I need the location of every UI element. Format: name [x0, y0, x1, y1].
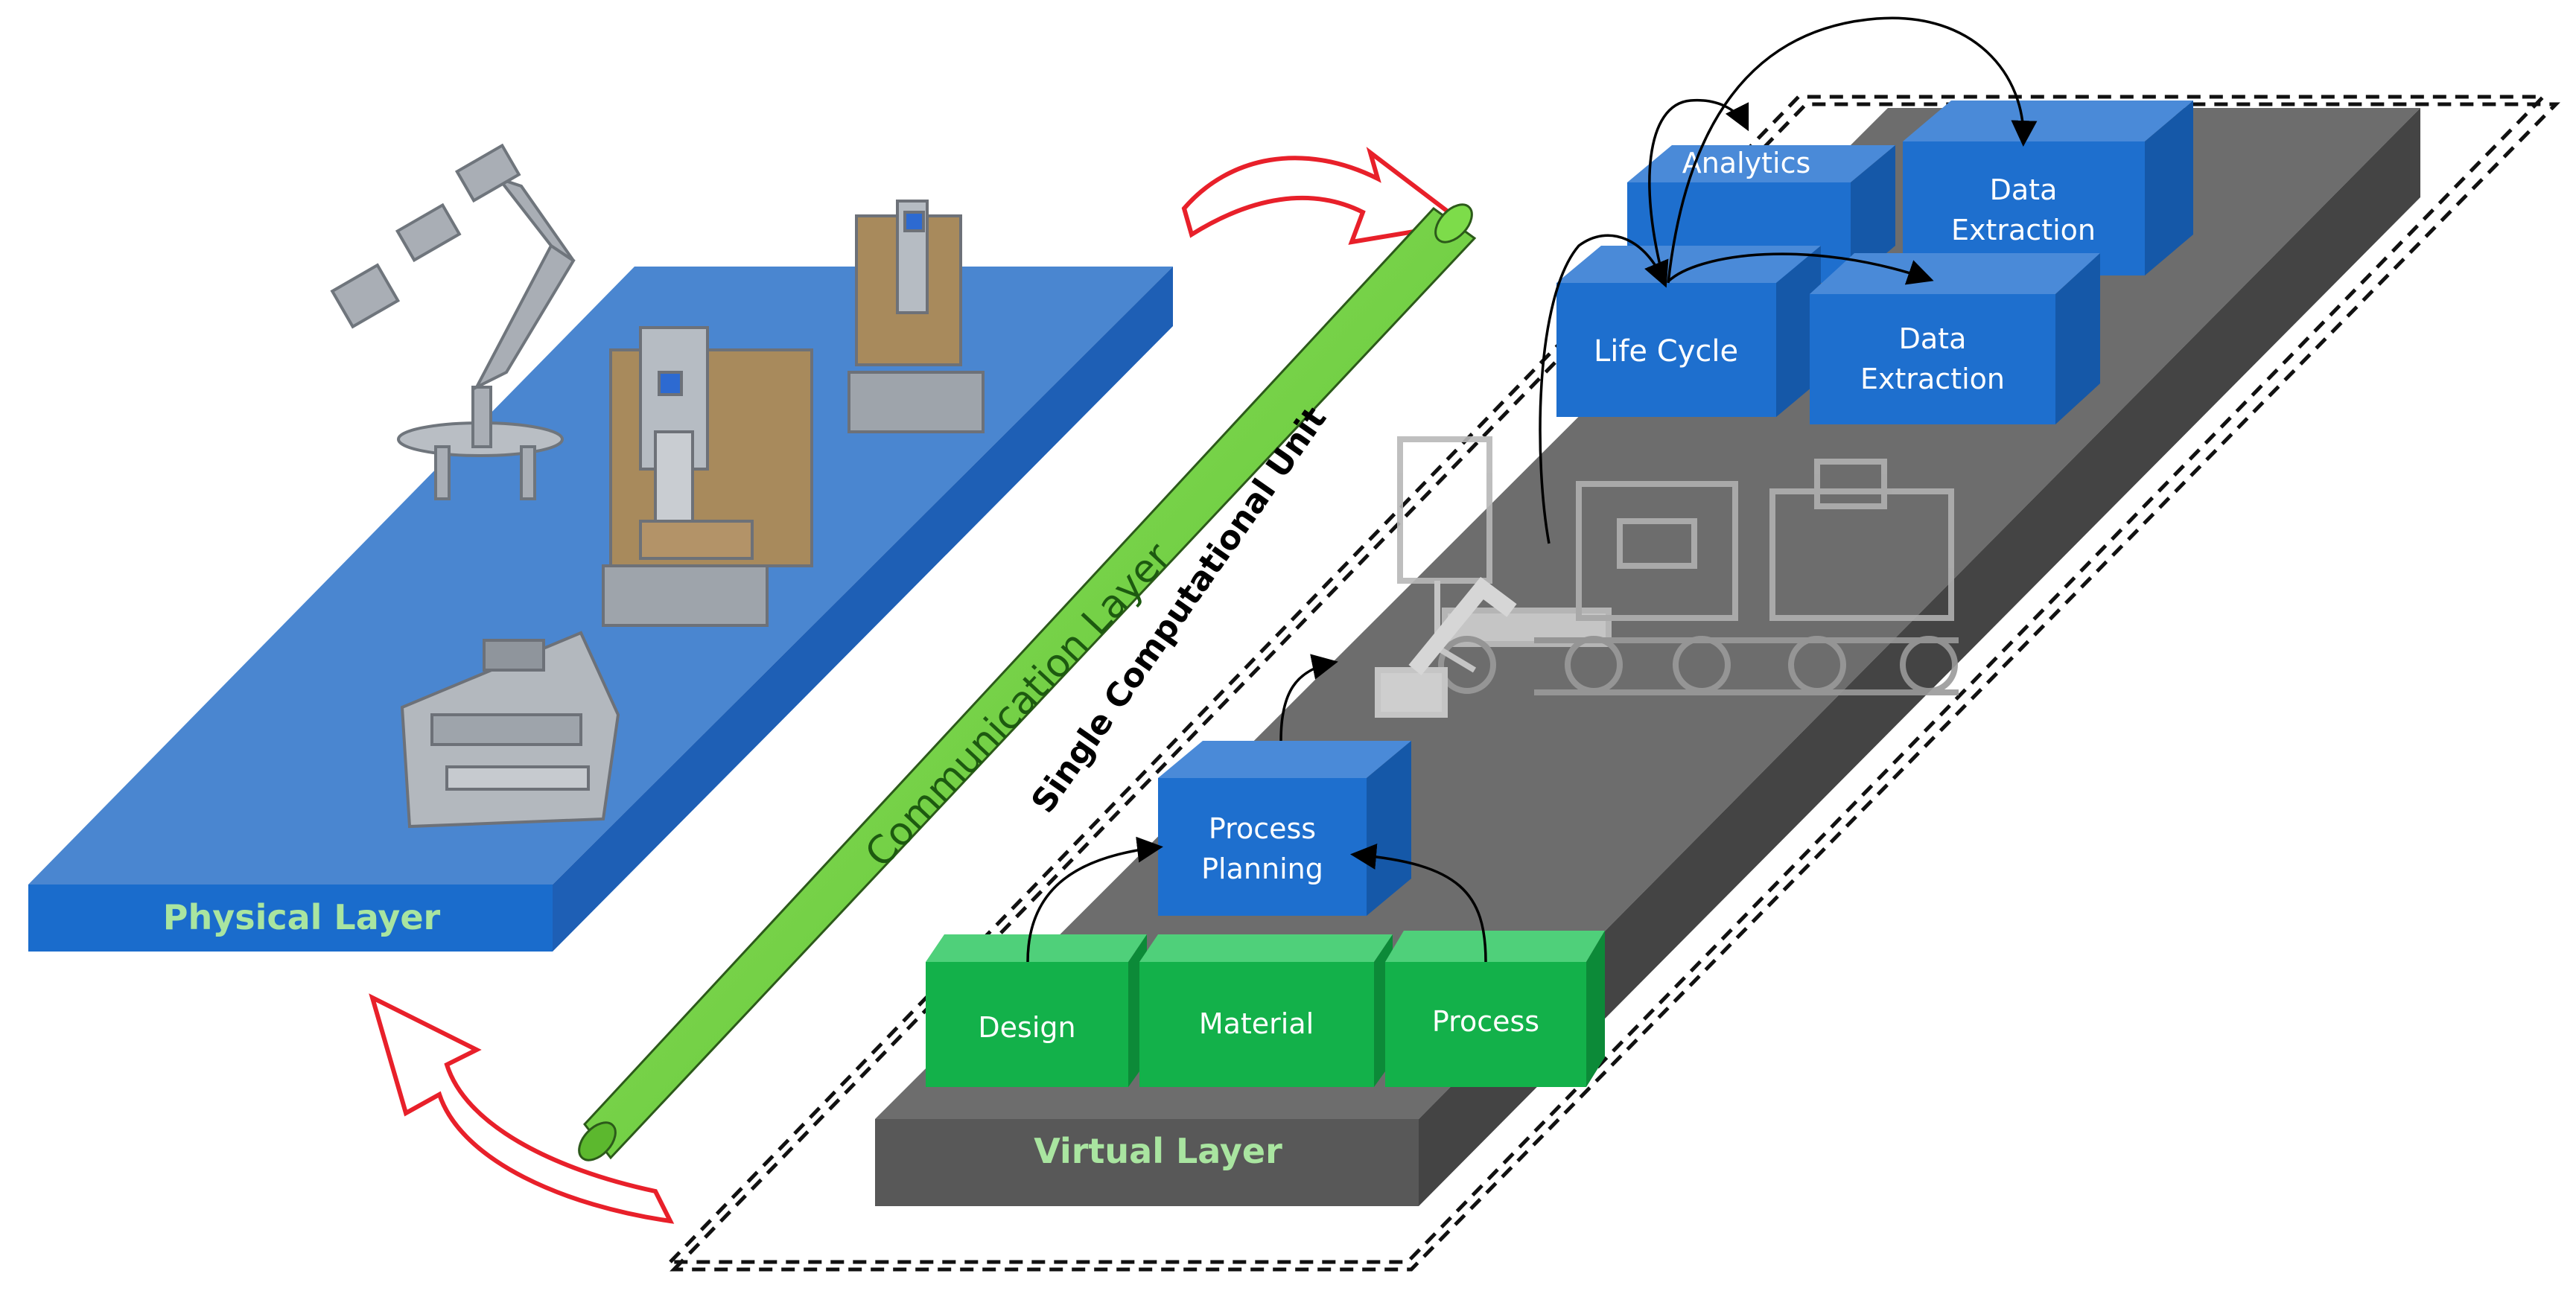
red-arrow-bottom — [369, 993, 675, 1224]
digital-factory-illustration — [1375, 436, 1959, 718]
virtual-layer-label: Virtual Layer — [1034, 1131, 1282, 1171]
physical-layer-slab: Physical Layer — [28, 267, 1173, 952]
arrow-lifecycle-to-data-extraction-front — [1667, 252, 1934, 285]
data-extraction-front-line2: Extraction — [1860, 363, 2005, 395]
physical-layer-label: Physical Layer — [163, 897, 441, 937]
design-box-label: Design — [978, 1011, 1075, 1044]
arrow-lifecycle-to-data-extraction-back — [1667, 16, 2038, 284]
single-computational-unit-outline — [666, 95, 2560, 1272]
blue-box-analytics: Analytics — [1627, 145, 1895, 283]
arrow-factory-to-lifecycle — [1539, 234, 1669, 544]
blue-box-process-planning: Process Planning — [1158, 741, 1411, 916]
linear-stage-image — [400, 631, 620, 829]
physical-layer-side — [553, 267, 1173, 952]
process-planning-label-line1: Process — [1209, 812, 1316, 845]
arrow-lifecycle-to-analytics — [1648, 98, 1749, 284]
virtual-layer-front — [875, 1119, 1419, 1206]
green-box-design: Design — [926, 934, 1147, 1087]
arrow-process-to-planning — [1350, 843, 1487, 963]
physical-layer-front — [28, 885, 553, 952]
green-box-material: Material — [1139, 934, 1393, 1087]
green-box-process: Process — [1385, 931, 1605, 1087]
process-planning-label-line2: Planning — [1201, 852, 1323, 885]
cnc-machine-center-image — [602, 326, 813, 627]
process-box-label: Process — [1432, 1005, 1539, 1038]
robotic-arm-image — [330, 143, 576, 500]
virtual-layer-side — [1419, 108, 2420, 1206]
material-box-label: Material — [1199, 1007, 1314, 1040]
life-cycle-label: Life Cycle — [1594, 334, 1738, 369]
data-extraction-front-line1: Data — [1899, 322, 1967, 355]
data-extraction-back-line1: Data — [1990, 173, 2058, 206]
blue-box-data-extraction-front: Data Extraction — [1810, 253, 2100, 424]
analytics-label: Analytics — [1682, 147, 1811, 179]
cnc-machine-small-image — [847, 200, 985, 433]
red-arrow-top — [1181, 147, 1469, 245]
arrow-planning-to-factory — [1279, 654, 1338, 742]
arrow-design-to-planning — [1026, 836, 1163, 963]
blue-box-data-extraction-back: Data Extraction — [1903, 101, 2193, 275]
connector-arrows — [1026, 16, 2038, 963]
data-extraction-back-line2: Extraction — [1951, 214, 2096, 246]
blue-box-life-cycle: Life Cycle — [1556, 246, 1821, 417]
